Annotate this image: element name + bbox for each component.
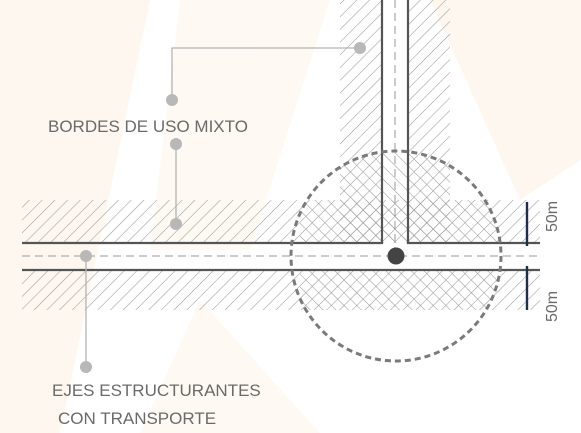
leader-dot [354,42,366,54]
leader-lines [85,47,360,367]
leader-dot [166,94,178,106]
street-edges [22,0,540,272]
leader-dot [170,218,182,230]
label-dimension-top: 50m [544,201,561,232]
transit-node [387,247,405,265]
label-dimension-bottom: 50m [544,291,561,322]
leader-dot [170,138,182,150]
leader-dots [80,42,366,373]
label-structuring-axes-line1: EJES ESTRUCTURANTES [52,381,261,400]
leader-dot [80,361,92,373]
street-centerlines [22,0,540,257]
cross-hatch-bottom-zone [300,270,501,310]
mixed-use-hatching [22,0,540,310]
transit-buffer-circle [289,149,503,363]
label-structuring-axes-line2: CON TRANSPORTE [58,409,216,428]
label-mixed-use-edges: BORDES DE USO MIXTO [48,117,248,136]
leader-dot [80,250,92,262]
